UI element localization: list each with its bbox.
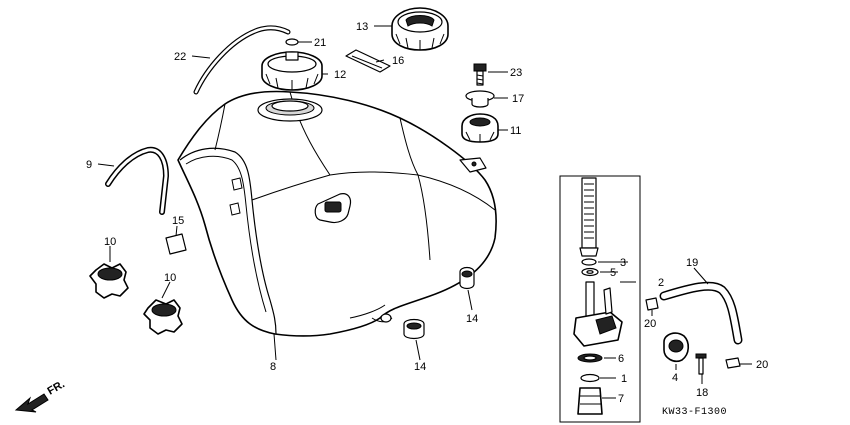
- leader-lines: [97, 25, 752, 399]
- callout-8: 8: [270, 361, 276, 373]
- collar-17: [465, 90, 495, 108]
- callout-10-upper: 10: [104, 236, 116, 248]
- callout-20-left: 20: [644, 318, 656, 330]
- callout-9: 9: [86, 159, 92, 171]
- callout-2: 2: [658, 277, 664, 289]
- mount-rubber-11: [461, 113, 499, 143]
- tank-cap: [391, 7, 449, 51]
- callout-22: 22: [174, 51, 186, 63]
- diagram-code: KW33-F1300: [662, 407, 727, 418]
- callout-3: 3: [620, 257, 626, 269]
- callout-6: 6: [618, 353, 624, 365]
- callout-15: 15: [172, 215, 184, 227]
- callout-14-lower: 14: [414, 361, 426, 373]
- cushion-10-lower: [143, 299, 183, 335]
- screw-18: [695, 353, 707, 375]
- clip-20-left: [645, 297, 659, 311]
- callout-16: 16: [392, 55, 404, 67]
- callout-7: 7: [618, 393, 624, 405]
- inner-cap: [261, 51, 323, 91]
- callout-17: 17: [512, 93, 524, 105]
- label-15: [165, 233, 187, 255]
- callout-20-right: 20: [756, 359, 768, 371]
- fuel-cock-assembly: [573, 177, 623, 415]
- clip-20-right: [725, 357, 741, 369]
- callout-11: 11: [510, 125, 521, 137]
- front-arrow-icon: [14, 393, 49, 413]
- fuel-tank: [177, 90, 497, 337]
- callout-12: 12: [334, 69, 346, 81]
- tube-9: [105, 146, 170, 215]
- callout-1: 1: [621, 373, 627, 385]
- cushion-10-upper: [89, 263, 129, 299]
- callout-10-lower: 10: [164, 272, 176, 284]
- callout-14-upper: 14: [466, 313, 478, 325]
- bracket-2: [559, 175, 641, 423]
- callout-21: 21: [314, 37, 326, 49]
- lever-4: [663, 332, 690, 363]
- front-label: FR.: [46, 378, 67, 397]
- grommet-14-lower: [403, 318, 425, 340]
- grommet-14-upper: [459, 266, 475, 290]
- callout-18: 18: [696, 387, 708, 399]
- bolt-23: [473, 63, 487, 86]
- callout-5: 5: [610, 267, 616, 279]
- callout-13: 13: [356, 21, 368, 33]
- callout-23: 23: [510, 67, 522, 79]
- callout-19: 19: [686, 257, 698, 269]
- o-ring-21: [285, 38, 299, 46]
- decal-16: [345, 49, 391, 73]
- callout-4: 4: [672, 372, 678, 384]
